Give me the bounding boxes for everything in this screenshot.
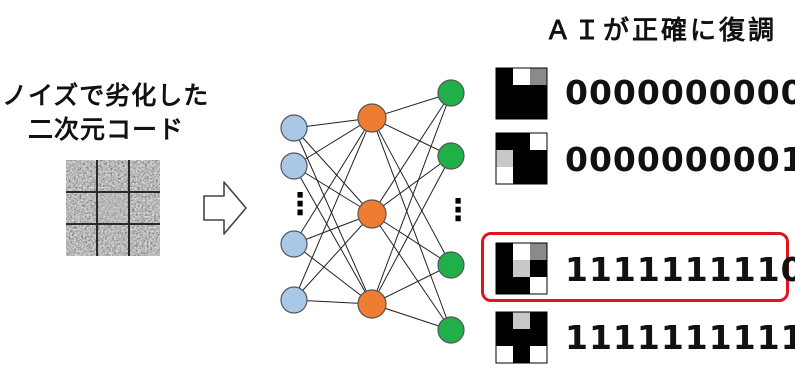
network-edge — [371, 155, 452, 305]
code-cell — [513, 243, 530, 260]
code-cell — [513, 150, 530, 167]
network-edge — [293, 165, 373, 305]
output-layer-node — [437, 316, 465, 344]
code-pattern-1 — [495, 132, 548, 185]
code-cell — [513, 329, 530, 346]
network-edge — [293, 165, 373, 215]
code-cell — [496, 167, 513, 184]
network-connections — [293, 92, 452, 331]
code-cell — [496, 329, 513, 346]
input-layer-node — [280, 114, 308, 142]
input-layer-node — [280, 152, 308, 180]
network-edge — [371, 155, 452, 215]
code-bits-1: 0000000001 — [565, 140, 795, 179]
code-pattern-2 — [495, 242, 548, 295]
network-edge — [371, 117, 452, 157]
ellipsis-output-layer: ⋮ — [443, 193, 473, 228]
code-cell — [530, 346, 547, 363]
code-cell — [496, 85, 513, 102]
network-edge — [293, 127, 373, 215]
code-cell — [530, 85, 547, 102]
code-cell — [513, 260, 530, 277]
network-edge — [371, 213, 452, 266]
highlight-box — [481, 232, 789, 302]
network-edge — [371, 92, 452, 215]
hidden-layer-node — [357, 103, 387, 133]
code-cell — [530, 312, 547, 329]
code-cell — [530, 133, 547, 150]
network-edge — [371, 117, 452, 266]
output-code-patterns — [495, 67, 548, 364]
network-edge — [293, 117, 373, 167]
code-cell — [513, 102, 530, 119]
code-cell — [496, 312, 513, 329]
network-nodes — [280, 79, 465, 344]
code-cell — [496, 260, 513, 277]
hidden-layer-node — [357, 289, 387, 319]
arrow-icon — [203, 181, 247, 235]
code-cell — [496, 150, 513, 167]
code-bits-2: 1111111110 — [565, 250, 795, 289]
output-layer-node — [437, 79, 465, 107]
output-layer-node — [437, 251, 465, 279]
code-cell — [513, 312, 530, 329]
input-layer-node — [280, 286, 308, 314]
code-cell — [513, 85, 530, 102]
code-cell — [530, 277, 547, 294]
code-cell — [513, 68, 530, 85]
output-layer-node — [437, 142, 465, 170]
input-layer-node — [280, 230, 308, 258]
code-pattern-3 — [495, 311, 548, 364]
network-edge — [293, 117, 373, 301]
hidden-layer-node — [357, 199, 387, 229]
network-edge — [293, 213, 373, 301]
code-cell — [496, 346, 513, 363]
code-cell — [496, 68, 513, 85]
noisy-code-image — [66, 160, 160, 256]
code-cell — [496, 102, 513, 119]
network-edge — [293, 117, 373, 245]
network-edge — [371, 92, 452, 305]
code-cell — [530, 329, 547, 346]
code-cell — [496, 133, 513, 150]
code-bits-3: 1111111111 — [565, 318, 795, 357]
code-pattern-0 — [495, 67, 548, 120]
code-cell — [496, 277, 513, 294]
code-cell — [530, 260, 547, 277]
code-cell — [530, 68, 547, 85]
code-bits-0: 0000000000 — [565, 73, 795, 112]
network-edge — [293, 243, 373, 305]
code-cell — [530, 167, 547, 184]
ellipsis-input-layer: ⋮ — [285, 187, 315, 222]
input-caption-line1: ノイズで劣化した — [2, 81, 210, 110]
input-caption-line2: 二次元コード — [28, 115, 185, 144]
network-edge — [371, 213, 452, 331]
network-edge — [293, 127, 373, 305]
code-cell — [513, 167, 530, 184]
output-title: ＡＩが正確に復調 — [545, 16, 778, 46]
code-cell — [513, 277, 530, 294]
network-edge — [371, 117, 452, 331]
network-edge — [371, 264, 452, 305]
code-cell — [513, 346, 530, 363]
code-cell — [530, 150, 547, 167]
code-cell — [530, 102, 547, 119]
code-cell — [513, 133, 530, 150]
code-cell — [530, 243, 547, 260]
code-cell — [496, 243, 513, 260]
